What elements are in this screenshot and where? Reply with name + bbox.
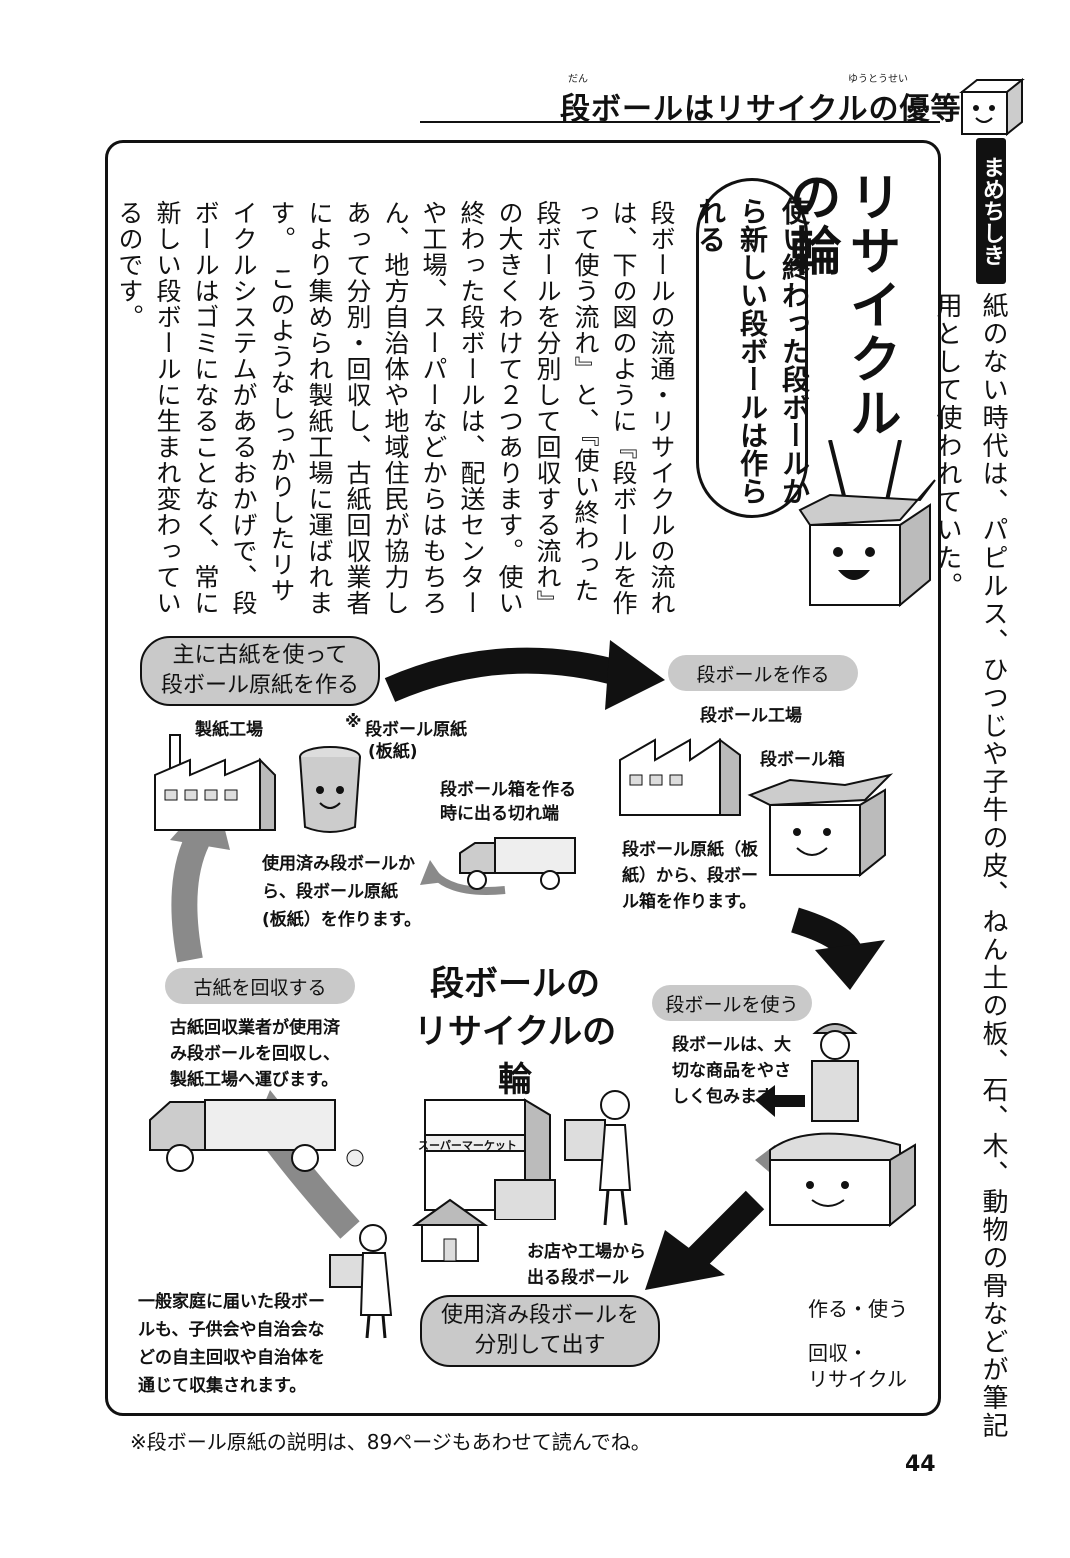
step-collect-paper: 古紙を回収する	[165, 968, 355, 1004]
box-mascot-icon	[952, 70, 1032, 140]
households-line2: ルも、子供会や自治会な	[138, 1320, 325, 1340]
step4-line1: 使用済み段ボールを	[440, 1303, 639, 1328]
body-text: 段ボールの流通・リサイクルの流れは、下の図のように『段ボールを作って使う流れ』と…	[115, 200, 676, 616]
step2-desc-line3: ル箱を作ります。	[622, 892, 757, 912]
cycle-title-line1: 段ボールの	[430, 964, 600, 1004]
paper-factory-illustration	[150, 730, 280, 840]
box-factory-illustration	[615, 720, 745, 820]
households-line4: 通じて収集されます。	[138, 1376, 307, 1396]
paper-factory-label: 製紙工場	[195, 720, 263, 740]
shops-line1: お店や工場から	[527, 1242, 646, 1262]
footnote: ※段ボール原紙の説明は、89ページもあわせて読んでね。	[130, 1430, 651, 1454]
section-subtitle: 使い終わった段ボールから新しい段ボールは作られる	[694, 197, 811, 505]
step-use-box: 段ボールを使う	[652, 985, 812, 1021]
step4-line2: 分別して出す	[474, 1333, 606, 1358]
paper-roll-mascot-illustration	[295, 745, 365, 835]
step5-desc-line3: 製紙工場へ運びます。	[170, 1070, 339, 1090]
box-mascot-illustration	[790, 439, 940, 620]
house-illustration	[410, 1195, 490, 1265]
supermarket-sign: スーパーマーケット	[418, 1139, 517, 1152]
step1-line2: 段ボール原紙を作る	[160, 673, 359, 698]
truck-with-scraps-illustration	[455, 828, 585, 898]
section-title: リサイクルの輪	[780, 170, 900, 440]
box-factory-label: 段ボール工場	[700, 706, 802, 726]
collection-truck-illustration	[145, 1090, 375, 1180]
step3-desc-line3: しく包みます。	[672, 1087, 790, 1107]
step3-desc-line2: 切な商品をやさ	[672, 1061, 791, 1081]
shops-line2: 出る段ボール	[527, 1268, 629, 1288]
step-make-box: 段ボールを作る	[668, 655, 858, 691]
step1-desc-line2: ら、段ボール原紙	[262, 882, 398, 902]
step5-desc-line2: み段ボールを回収し、	[170, 1044, 340, 1064]
worker-illustration	[800, 1015, 870, 1125]
cycle-center-title: 段ボールの リサイクルの輪	[400, 960, 630, 1104]
legend-collect-line1: 回収・	[808, 1341, 868, 1365]
step1-desc-line1: 使用済み段ボールか	[262, 854, 415, 874]
box-mascot-2-illustration	[745, 770, 895, 880]
produce-box-mascot-illustration	[750, 1120, 920, 1230]
ruby-dan: だん	[568, 74, 588, 85]
base-paper-label: 段ボール原紙	[365, 720, 467, 740]
subtitle-box: 使い終わった段ボールから新しい段ボールは作られる	[694, 178, 811, 518]
households-line3: どの自主回収や自治体を	[138, 1348, 325, 1368]
step2-desc-line1: 段ボール原紙（板	[622, 840, 758, 860]
supermarket-illustration	[415, 1080, 565, 1221]
base-paper-note-mark: ※	[345, 712, 362, 732]
step3-desc-line1: 段ボールは、大	[672, 1035, 791, 1055]
households-line1: 一般家庭に届いた段ボー	[138, 1292, 325, 1312]
step2-desc-line2: 紙）から、段ボー	[622, 866, 758, 886]
base-paper-sub: (板紙)	[368, 742, 418, 762]
cycle-title-line2: リサイクルの輪	[413, 1012, 617, 1100]
resident-illustration	[325, 1220, 395, 1340]
step1-desc-line3: (板紙）を作ります。	[262, 910, 422, 930]
header-rule	[420, 121, 940, 123]
step5-desc-line1: 古紙回収業者が使用済	[170, 1018, 340, 1038]
step-sort-and-dispose: 使用済み段ボールを分別して出す	[420, 1295, 660, 1367]
legend-collect-line2: リサイクル	[808, 1367, 907, 1391]
step1-line1: 主に古紙を使って	[172, 643, 348, 668]
legend-make-use: 作る・使う	[808, 1297, 908, 1321]
main-panel	[105, 140, 941, 1416]
scraps-line2: 時に出る切れ端	[440, 804, 559, 824]
page-number: 44	[905, 1452, 936, 1477]
store-worker-illustration	[560, 1080, 640, 1230]
box-label: 段ボール箱	[760, 750, 845, 770]
scraps-line1: 段ボール箱を作る	[440, 780, 576, 800]
step-make-base-paper: 主に古紙を使って段ボール原紙を作る	[140, 636, 380, 706]
mame-chishiki-text: 紙のない時代は、パピルス、ひつじや子牛の皮、ねん土の板、石、木、動物の骨などが筆…	[932, 292, 1008, 1440]
ruby-yuutousei: ゆうとうせい	[848, 74, 908, 85]
mame-chishiki-label: まめちしき	[976, 138, 1006, 284]
